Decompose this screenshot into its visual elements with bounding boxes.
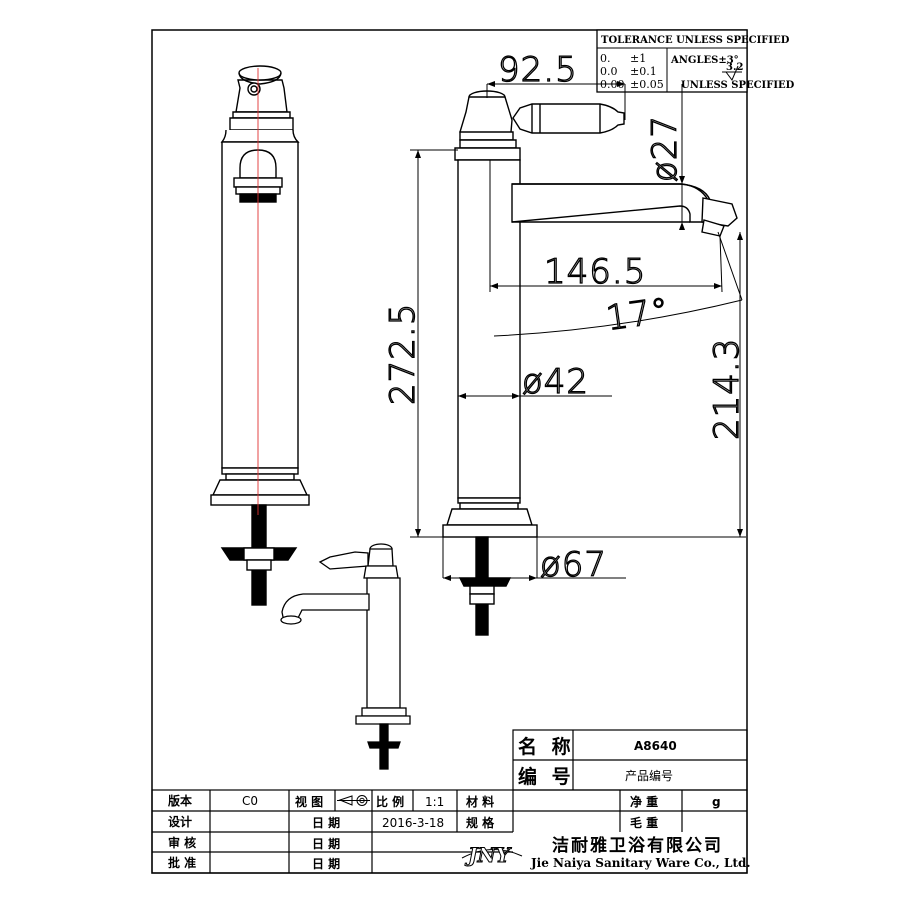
dim-body-dia: ø42: [522, 362, 589, 402]
tb-version-label: 版本: [168, 793, 192, 808]
company-logo: JNY: [461, 843, 523, 868]
tolerance-val-2: ±0.05: [630, 78, 664, 91]
front-view: [210, 65, 310, 606]
tb-version-value: C0: [242, 794, 258, 808]
tb-date-label-3: 日 期: [312, 856, 340, 871]
tolerance-angles: ANGLES±3°: [670, 55, 739, 66]
tb-net-weight-label: 净 重: [630, 794, 658, 809]
tb-date-value: 2016-3-18: [382, 816, 444, 830]
tb-name-label: 名 称: [518, 735, 575, 758]
dimension-lines: [410, 83, 746, 579]
dim-outlet-height: 214.3: [707, 338, 747, 440]
dim-handle-reach: 92.5: [498, 50, 578, 90]
company-name-cn: 洁耐雅卫浴有限公司: [552, 835, 723, 856]
dim-spout-reach: 146.5: [544, 252, 646, 292]
tb-view-label: 视 图: [295, 794, 323, 809]
tb-name-value: A8640: [634, 739, 677, 753]
roughness-symbol-icon: [722, 65, 742, 81]
tolerance-unless: UNLESS SPECIFIED: [681, 80, 795, 91]
tolerance-fmt-0: 0.: [600, 52, 611, 65]
tolerance-box: TOLERANCE UNLESS SPECIFIED 0. ±1 0.0 ±0.…: [596, 29, 795, 93]
iso-view: [280, 543, 411, 770]
tb-code-value: 产品编号: [625, 768, 673, 783]
tb-approve-label: 批 准: [168, 855, 196, 870]
dim-outlet-dia: ø27: [645, 115, 685, 182]
tb-date-label-2: 日 期: [312, 836, 340, 851]
tb-scale-value: 1:1: [425, 795, 444, 809]
tb-material-label: 材 料: [465, 794, 494, 809]
tb-net-weight-unit: g: [712, 795, 721, 809]
tb-gross-weight-label: 毛 重: [630, 815, 658, 830]
tolerance-title: TOLERANCE UNLESS SPECIFIED: [601, 35, 790, 46]
dim-base-dia: ø67: [540, 545, 607, 585]
title-block-grid: [151, 729, 748, 874]
tb-date-label-1: 日 期: [312, 815, 340, 830]
logo-text: JNY: [464, 843, 512, 867]
tb-code-label: 编 号: [518, 765, 575, 788]
tb-scale-label: 比 例: [376, 794, 404, 809]
tb-review-label: 审 核: [168, 835, 196, 850]
tb-design-label: 设计: [168, 814, 192, 829]
projection-symbol-icon: [337, 795, 370, 806]
tb-spec-label: 规 格: [466, 815, 495, 830]
company-name-en: Jie Naiya Sanitary Ware Co., Ltd.: [530, 856, 751, 870]
dim-total-height: 272.5: [383, 303, 423, 405]
roughness-value: 3.2: [726, 62, 743, 73]
dim-angle: 17°: [604, 290, 672, 338]
tolerance-val-1: ±0.1: [630, 65, 657, 78]
tolerance-val-0: ±1: [630, 52, 646, 65]
dimension-arrows: [415, 81, 743, 581]
tolerance-fmt-1: 0.0: [600, 65, 618, 78]
side-view: [442, 90, 738, 636]
